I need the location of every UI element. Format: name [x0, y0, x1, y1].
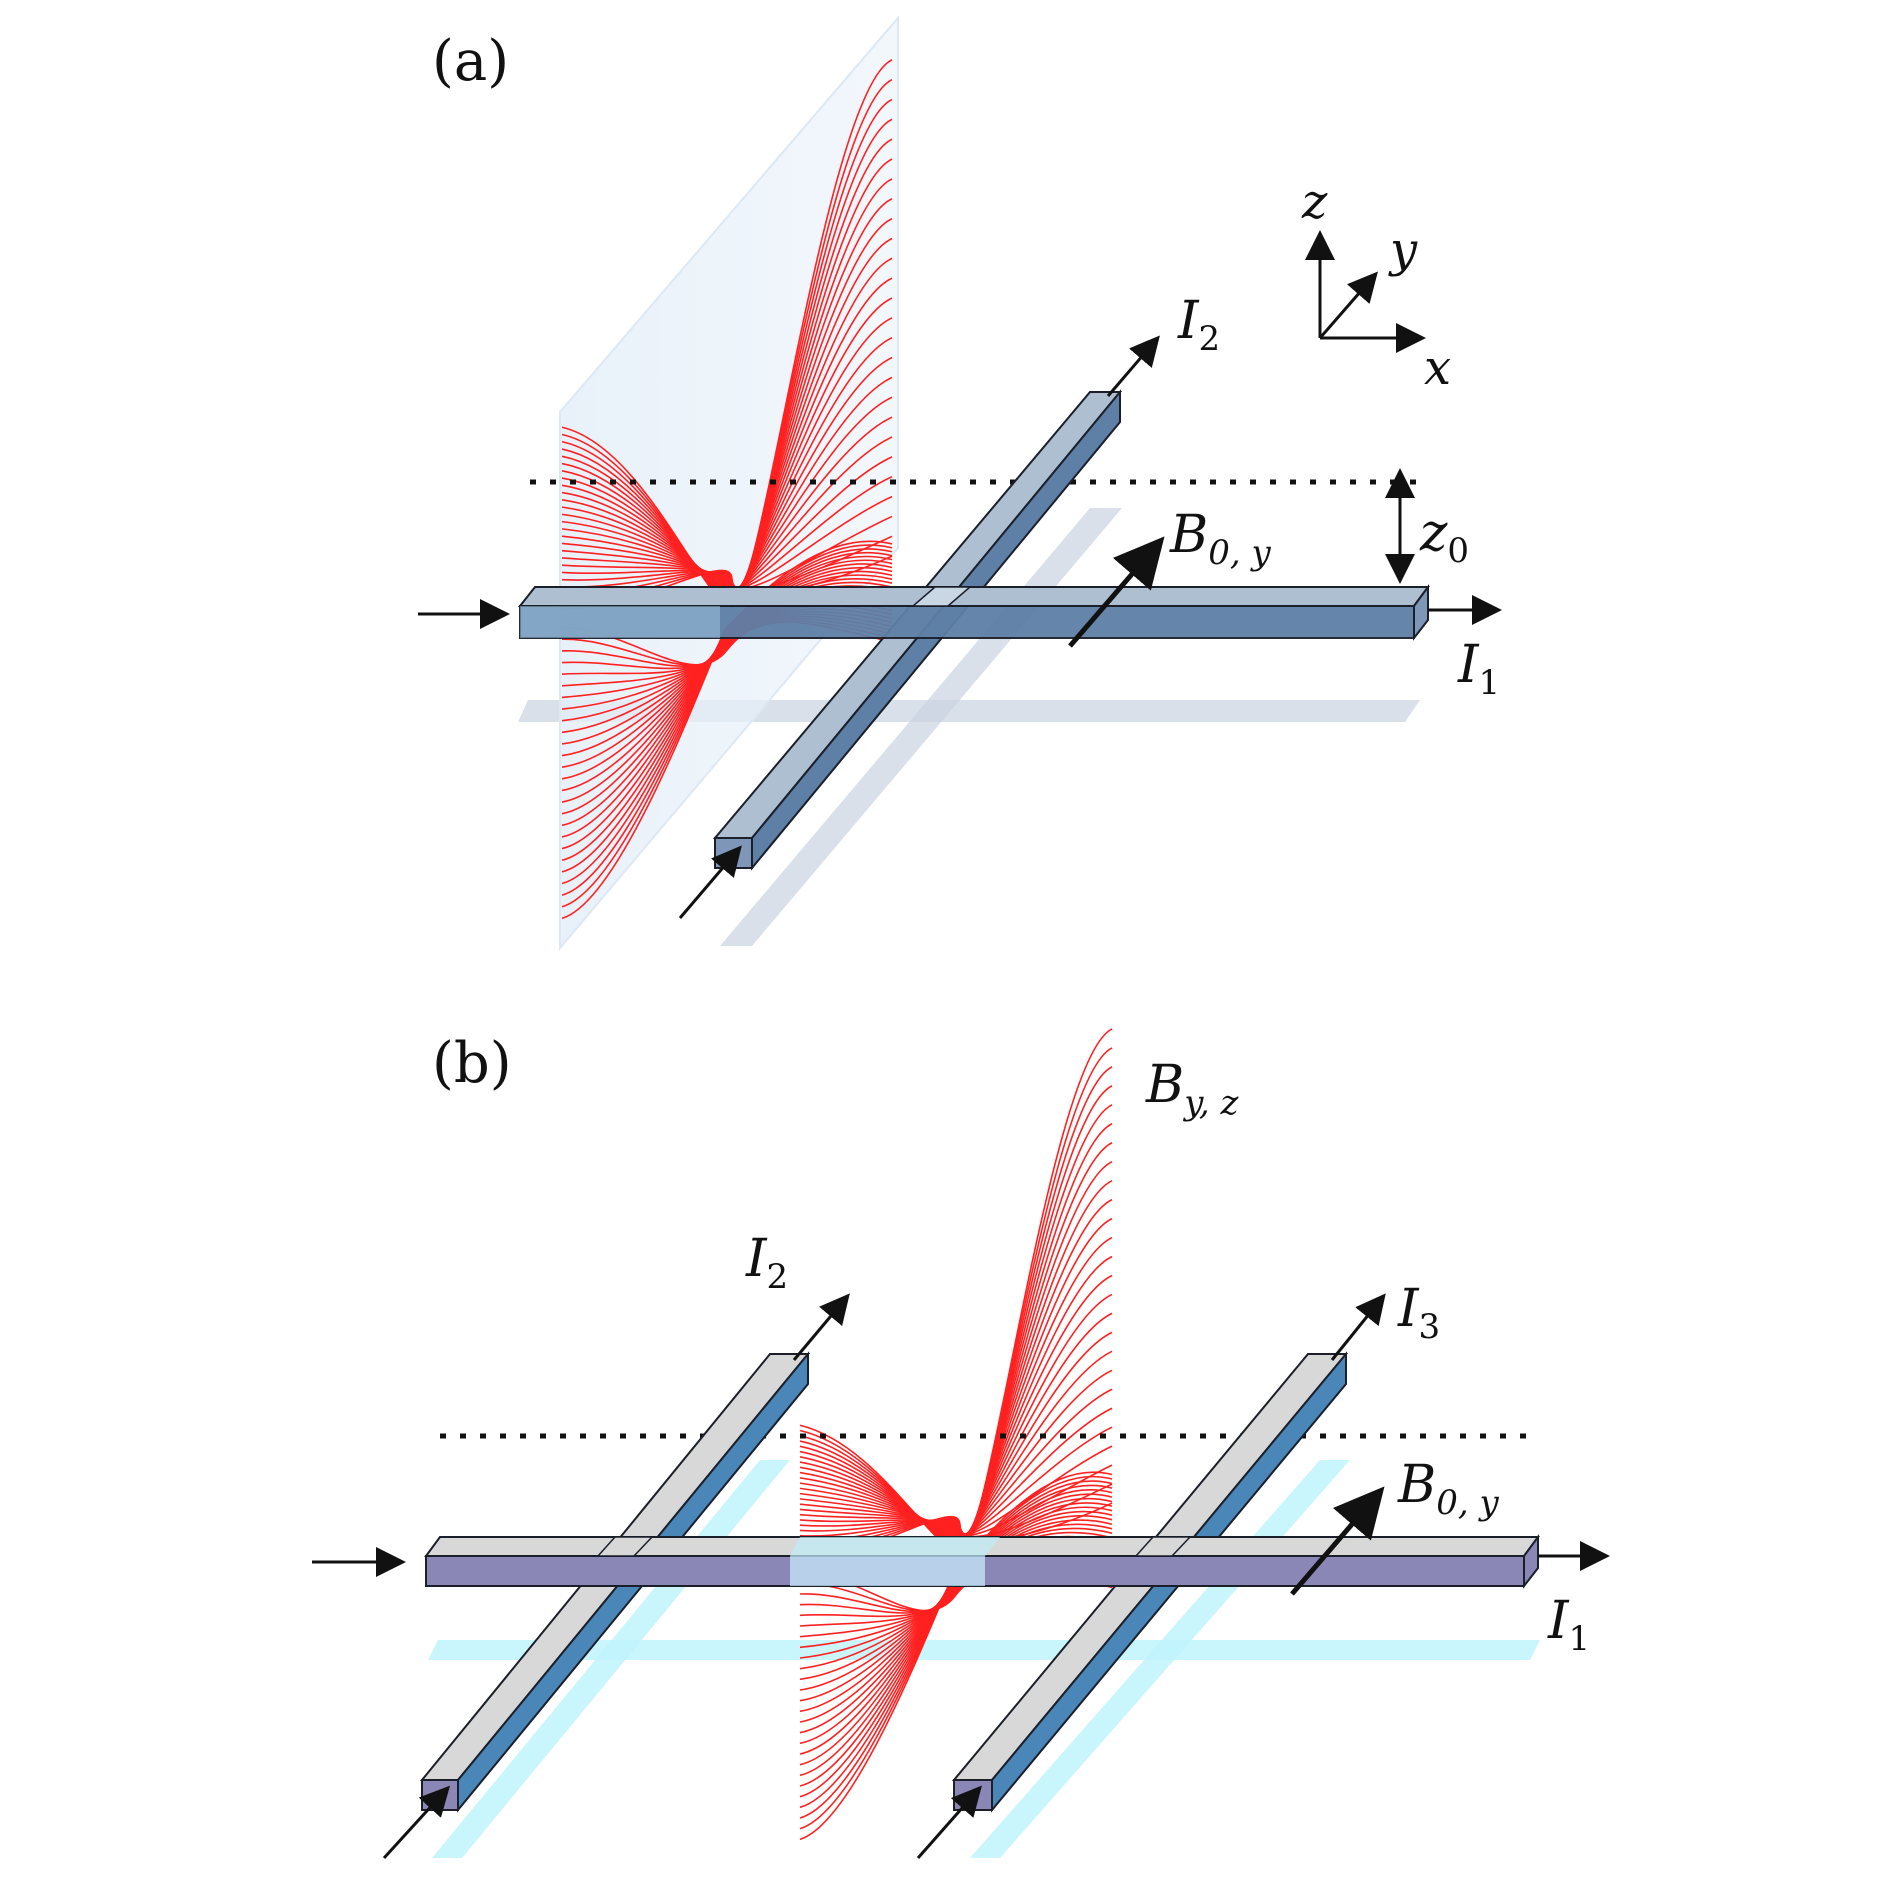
panel-b-field-lines	[799, 1028, 1113, 1841]
panel-a-label-i2: I2	[1177, 291, 1220, 359]
panel-b-label: (b)	[432, 1031, 512, 1096]
panel-b: (b)	[312, 1028, 1610, 1860]
axis-y-label: y	[1388, 222, 1418, 278]
panel-b-label-i1: I1	[1547, 1591, 1590, 1659]
panel-b-b0y-arrow	[1290, 1486, 1385, 1596]
panel-b-wire-i1	[424, 1533, 1540, 1589]
panel-a-field-lines	[561, 59, 893, 920]
panel-b-label-b0y: B0, y	[1397, 1455, 1499, 1523]
panel-a-coordinate-axes: z y x	[1301, 174, 1451, 396]
panel-a-input-arrow-i2	[678, 845, 742, 919]
panel-a-label: (a)	[432, 29, 509, 94]
panel-b-wire-crossing-i2	[596, 1536, 654, 1557]
panel-a: (a)	[418, 15, 1502, 951]
panel-b-output-arrow-i2	[792, 1293, 850, 1361]
panel-b-input-arrow-i2	[382, 1785, 451, 1860]
panel-a-label-b0y: B0, y	[1169, 505, 1271, 573]
panel-a-wire-crossing	[910, 586, 973, 607]
panel-b-label-i2: I2	[745, 1229, 788, 1297]
panel-a-wire-i1	[517, 583, 1430, 641]
panel-a-label-z0: z0	[1419, 503, 1469, 571]
panel-b-output-arrow-i3	[1330, 1293, 1386, 1361]
panel-a-output-arrow-i2	[1106, 335, 1160, 397]
panel-a-label-i1: I1	[1457, 635, 1500, 703]
panel-b-label-i3: I3	[1397, 1279, 1440, 1347]
panel-b-input-arrow-i3	[916, 1785, 982, 1859]
axis-x-label: x	[1424, 340, 1451, 396]
panel-b-wire-crossing-i3	[1134, 1536, 1192, 1557]
axis-z-label: z	[1301, 174, 1328, 230]
panel-a-field-plane	[559, 15, 899, 951]
panel-a-b0y-arrow	[1068, 536, 1165, 648]
panel-b-label-byz: By, z	[1145, 1055, 1240, 1123]
field-line	[799, 1369, 1113, 1536]
